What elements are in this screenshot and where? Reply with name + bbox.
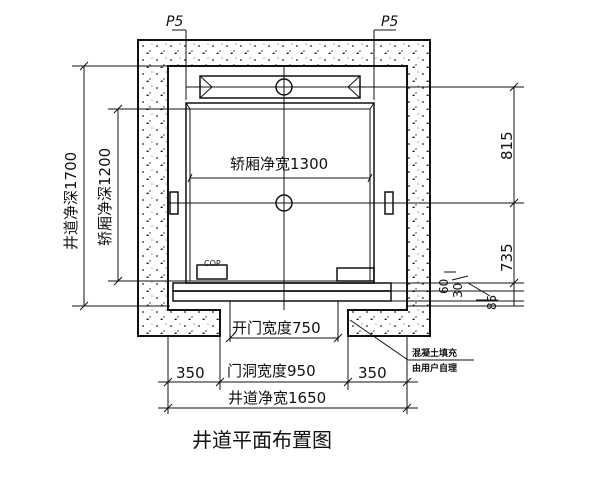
dim-30-label: 30: [451, 283, 465, 298]
car-depth-label: 轿厢净深1200: [96, 148, 114, 246]
p5-right-label: P5: [381, 14, 398, 30]
fill-note: 混凝土填充 由用户自理: [349, 319, 474, 374]
car-width-label: 轿厢净宽1300: [230, 155, 328, 173]
counterweight-frame: [185, 72, 375, 100]
drawing-title: 井道平面布置图: [192, 428, 332, 452]
door-open-label: 开门宽度750: [232, 319, 321, 337]
cop-label: COP: [204, 259, 221, 268]
cop-panel: [196, 264, 228, 280]
center-rail-circle: [275, 194, 293, 212]
dim-60-label: 60: [437, 279, 451, 294]
shaft-depth-dimension: 井道净深1700: [62, 61, 170, 311]
shaft-width-label: 井道净宽1650: [228, 389, 326, 407]
left-350-label: 350: [176, 364, 205, 382]
right-dimensions: 815 735 60 30 85: [374, 82, 524, 310]
car-depth-dimension: 轿厢净深1200: [96, 104, 190, 286]
dim-815-label: 815: [498, 131, 516, 160]
door-hole-label: 门洞宽度950: [227, 362, 316, 380]
note-line1: 混凝土填充: [412, 347, 457, 359]
elevator-car: COP: [168, 66, 407, 310]
right-350-label: 350: [358, 364, 387, 382]
p5-left-label: P5: [166, 14, 183, 30]
p5-markers: P5 P5: [166, 14, 398, 72]
car-width-dimension: 轿厢净宽1300: [187, 155, 373, 183]
bottom-dimensions: 350 门洞宽度950 350 井道净宽1650: [158, 336, 418, 414]
dim-735-label: 735: [498, 243, 516, 272]
door-open-dimension: 开门宽度750: [225, 308, 343, 343]
note-line2: 由用户自理: [412, 362, 457, 374]
shaft-depth-label: 井道净深1700: [62, 152, 80, 250]
dim-85-label: 85: [485, 295, 499, 310]
